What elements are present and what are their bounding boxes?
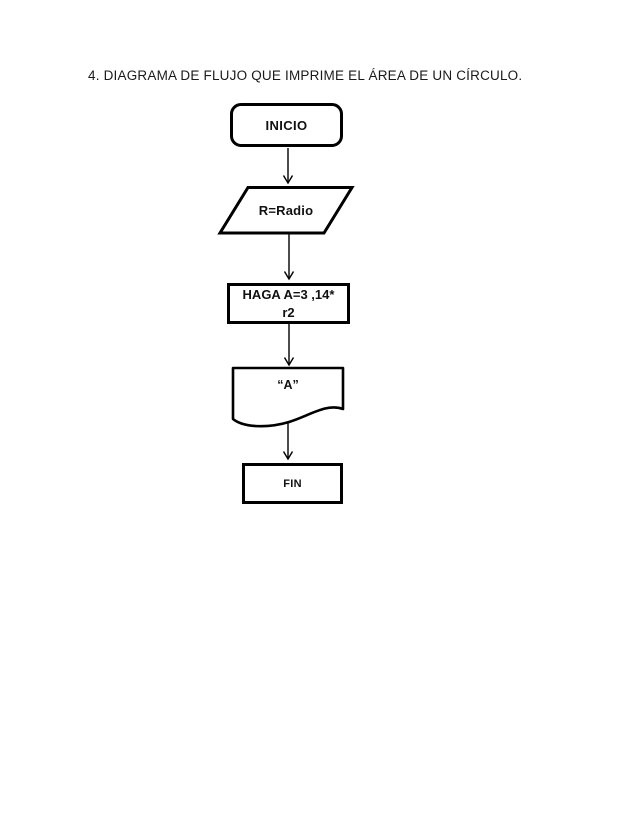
start-node: INICIO xyxy=(230,103,343,147)
process-node-line2: r2 xyxy=(282,304,295,320)
flow-arrow-process-to-output xyxy=(283,324,295,367)
arrowhead-down-icon xyxy=(283,357,295,367)
page-heading: 4. DIAGRAMA DE FLUJO QUE IMPRIME EL ÁREA… xyxy=(88,68,523,83)
input-node xyxy=(217,185,355,236)
flow-arrow-input-to-process xyxy=(283,233,295,281)
output-node xyxy=(230,365,347,431)
arrowhead-down-icon xyxy=(282,175,294,185)
start-node-label: INICIO xyxy=(265,117,308,133)
arrowhead-down-icon xyxy=(283,271,295,281)
document-shape xyxy=(231,366,345,428)
parallelogram-shape xyxy=(217,186,355,235)
arrowhead-down-icon xyxy=(282,451,294,461)
end-node-label: FIN xyxy=(283,477,302,490)
process-node: HAGA A=3 ,14* r2 xyxy=(227,283,350,324)
flow-arrow-start-to-input xyxy=(282,148,294,185)
process-node-line1: HAGA A=3 ,14* xyxy=(242,286,335,302)
end-node: FIN xyxy=(242,463,343,504)
